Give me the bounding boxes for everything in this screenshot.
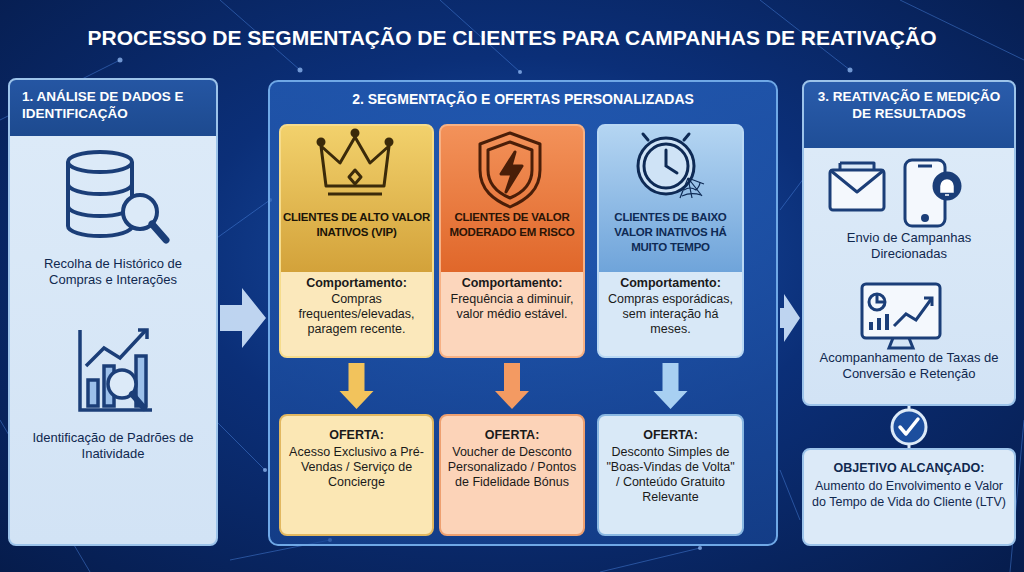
stage-panel: 3. REATIVAÇÃO E MEDIÇÃO DE RESULTADOS Env… bbox=[802, 80, 1016, 406]
block-arrow bbox=[780, 294, 800, 342]
network-dots bbox=[698, 546, 702, 550]
offer-text: Voucher de Desconto Personalizado / Pont… bbox=[445, 445, 579, 490]
offer-label: OFERTA: bbox=[283, 428, 430, 443]
segment-title: CLIENTES DE ALTO VALOR INATIVOS (VIP) bbox=[282, 210, 431, 240]
goal-label: OBJETIVO ALCANÇADO: bbox=[808, 460, 1010, 476]
behaviour-label: Comportamento: bbox=[283, 276, 430, 291]
flow-arrow bbox=[780, 294, 800, 342]
network-dots bbox=[263, 468, 267, 472]
stage-panel: 1. ANÁLISE DE DADOS E IDENTIFICAÇÃO Recol… bbox=[8, 78, 218, 546]
network-lines bbox=[215, 420, 265, 470]
block-arrow bbox=[220, 288, 266, 348]
behaviour-text: Compras esporádicas, sem interação há me… bbox=[602, 292, 739, 337]
offer-label: OFERTA: bbox=[443, 428, 581, 443]
segment-card: CLIENTES DE VALOR MODERADO EM RISCO Compo… bbox=[439, 124, 585, 358]
network-dots bbox=[118, 58, 853, 551]
diagram-title: PROCESSO DE SEGMENTAÇÃO DE CLIENTES PARA… bbox=[0, 25, 1024, 51]
offer-box: OFERTA: Acesso Exclusivo a Pré-Vendas / S… bbox=[279, 414, 434, 536]
network-dots bbox=[298, 68, 303, 73]
goal-box: OBJETIVO ALCANÇADO: Aumento do Envolvimen… bbox=[802, 448, 1016, 546]
network-lines bbox=[780, 470, 800, 520]
step-text: Acompanhamento de Taxas de Conversão e R… bbox=[812, 350, 1006, 382]
check-icon bbox=[892, 410, 926, 444]
offer-text: Acesso Exclusivo a Pré-Vendas / Serviço … bbox=[285, 445, 428, 490]
segment-card: CLIENTES DE BAIXO VALOR INATIVOS HÁ MUIT… bbox=[597, 124, 744, 358]
offer-box: OFERTA: Voucher de Desconto Personalizado… bbox=[439, 414, 585, 536]
segment-title: CLIENTES DE VALOR MODERADO EM RISCO bbox=[442, 210, 582, 240]
behaviour-text: Frequência a diminuir, valor médio estáv… bbox=[444, 292, 580, 322]
step-text: Recolha de Histórico de Compras e Intera… bbox=[16, 256, 210, 288]
network-lines bbox=[600, 548, 700, 572]
segment-card: CLIENTES DE ALTO VALOR INATIVOS (VIP) Com… bbox=[279, 124, 434, 358]
check-icon bbox=[900, 419, 918, 434]
goal-text: Aumento do Envolvimento e Valor do Tempo… bbox=[810, 478, 1008, 510]
panel-heading: 2. SEGMENTAÇÃO E OFERTAS PERSONALIZADAS bbox=[268, 90, 778, 108]
offer-text: Desconto Simples de "Boas-Vindas de Volt… bbox=[603, 445, 738, 505]
check-icon bbox=[892, 410, 926, 444]
step-text: Identificação de Padrões de Inatividade bbox=[16, 430, 210, 462]
network-dots bbox=[518, 70, 522, 74]
step-text: Envio de Campanhas Direcionadas bbox=[816, 230, 1002, 262]
network-dots bbox=[848, 68, 853, 73]
flow-arrow bbox=[220, 288, 266, 348]
behaviour-text: Compras frequentes/elevadas, paragem rec… bbox=[284, 292, 429, 337]
offer-label: OFERTA: bbox=[601, 428, 740, 443]
behaviour-label: Comportamento: bbox=[601, 276, 740, 291]
network-dots bbox=[118, 58, 123, 63]
stage-panel: 2. SEGMENTAÇÃO E OFERTAS PERSONALIZADAS C… bbox=[268, 80, 778, 546]
offer-box: OFERTA: Desconto Simples de "Boas-Vindas … bbox=[597, 414, 744, 536]
panel-heading: 1. ANÁLISE DE DADOS E IDENTIFICAÇÃO bbox=[22, 88, 214, 122]
flow-arrow bbox=[909, 406, 910, 448]
segment-title: CLIENTES DE BAIXO VALOR INATIVOS HÁ MUIT… bbox=[600, 210, 741, 255]
panel-heading: 3. REATIVAÇÃO E MEDIÇÃO DE RESULTADOS bbox=[808, 88, 1010, 122]
connector-line bbox=[908, 406, 911, 448]
behaviour-label: Comportamento: bbox=[443, 276, 581, 291]
